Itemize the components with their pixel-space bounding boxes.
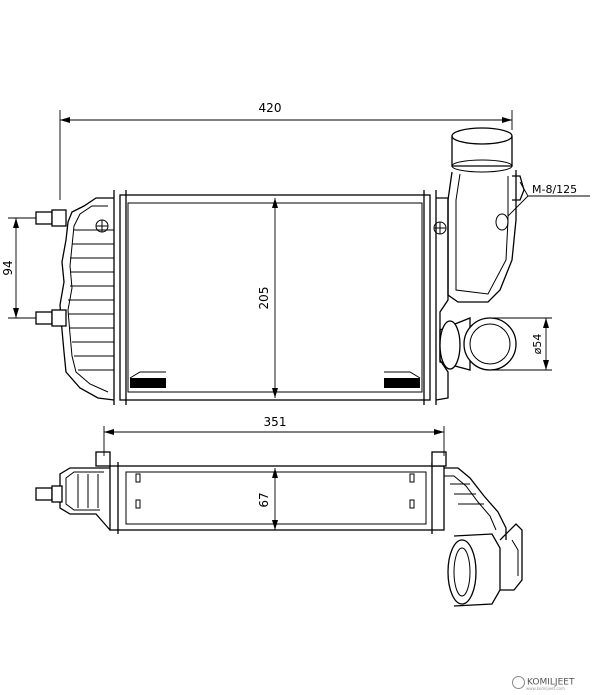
core-outline bbox=[119, 194, 431, 401]
watermark-logo: KOMILJEET www.komiljeet.com bbox=[512, 676, 596, 692]
left-mounting-pins bbox=[35, 209, 67, 327]
side-view: 351 67 bbox=[35, 415, 523, 607]
front-view: 420 205 94 M-8/125 bbox=[1, 101, 590, 405]
brand-mark-icon bbox=[512, 676, 525, 689]
dim-54-label: ø54 bbox=[531, 334, 544, 355]
hatch-right bbox=[384, 378, 420, 388]
thread-callout: M-8/125 bbox=[507, 181, 590, 217]
inlet-pipe bbox=[447, 127, 525, 303]
dimension-mount-spacing: 94 bbox=[1, 217, 36, 319]
dimension-core-depth: 67 bbox=[257, 468, 278, 530]
side-core-outline bbox=[109, 465, 445, 531]
dim-420-label: 420 bbox=[259, 101, 282, 115]
outlet-pipe bbox=[439, 317, 517, 371]
dimension-outlet-diameter: ø54 bbox=[490, 317, 552, 371]
dimension-core-height: 205 bbox=[257, 198, 278, 398]
dim-94-label: 94 bbox=[1, 260, 15, 275]
dim-351-label: 351 bbox=[264, 415, 287, 429]
brand-tagline: www.komiljeet.com bbox=[526, 686, 565, 691]
dimension-width-total: 420 bbox=[59, 101, 513, 200]
brand-name: KOMILJEET bbox=[527, 677, 575, 688]
dim-205-label: 205 bbox=[257, 287, 271, 310]
hatch-left bbox=[130, 378, 166, 388]
dimension-core-width: 351 bbox=[103, 415, 445, 456]
side-outlet-pipe bbox=[447, 523, 523, 607]
thread-label: M-8/125 bbox=[532, 183, 577, 196]
left-tank-ribs bbox=[68, 229, 114, 371]
dim-67-label: 67 bbox=[257, 492, 271, 507]
